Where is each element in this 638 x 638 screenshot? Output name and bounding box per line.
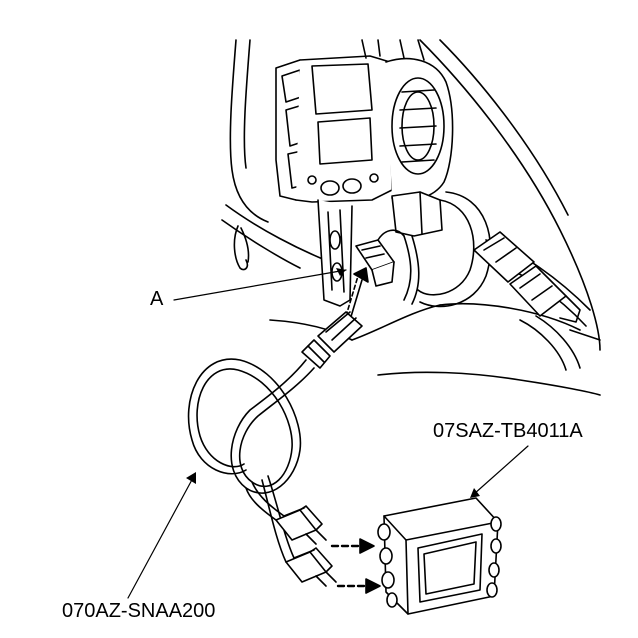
insert-arrow <box>345 267 369 321</box>
vehicle-body-panel <box>221 39 601 396</box>
connection-arrows <box>330 538 381 594</box>
breakout-box-part-number: 07SAZ-TB4011A <box>433 420 583 442</box>
leader-arrow-tool-a <box>186 472 196 484</box>
callout-a-label: A <box>150 288 164 310</box>
leader-line-a <box>173 269 347 301</box>
test-harness <box>187 311 363 587</box>
leader-arrow-a <box>336 268 346 276</box>
breakout-box <box>377 497 502 615</box>
leader-line-tool-a <box>127 475 195 599</box>
leader-arrow-tool-b <box>470 488 480 498</box>
vehicle-harness <box>403 191 591 371</box>
connector-a <box>355 229 405 287</box>
leader-line-tool-b <box>473 445 529 495</box>
leader-lines <box>127 269 529 599</box>
harness-part-number: 070AZ-SNAA200 <box>62 600 216 622</box>
retractor-unit <box>275 39 454 307</box>
